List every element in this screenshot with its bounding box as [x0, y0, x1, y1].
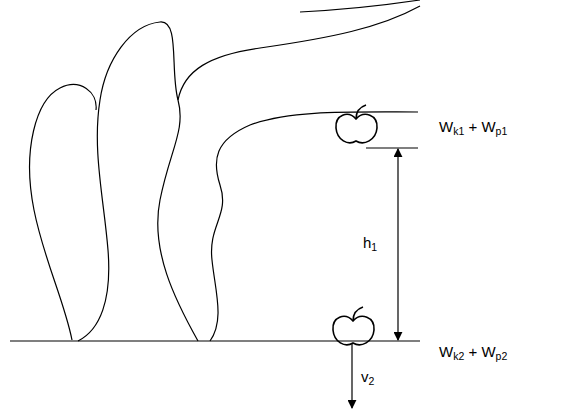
apple-lower [333, 307, 374, 345]
height-arrow [397, 149, 398, 340]
tree-outline [30, 0, 420, 341]
energy-label: Wk1 + Wp1 [438, 118, 508, 136]
ground-line [10, 340, 420, 341]
height-reference-line [366, 147, 418, 148]
velocity-label: v2 [360, 368, 375, 386]
velocity-arrow [351, 343, 352, 408]
apple-upper [336, 105, 377, 143]
energy-label: Wk2 + Wp2 [438, 343, 508, 361]
height-label: h1 [362, 234, 378, 252]
